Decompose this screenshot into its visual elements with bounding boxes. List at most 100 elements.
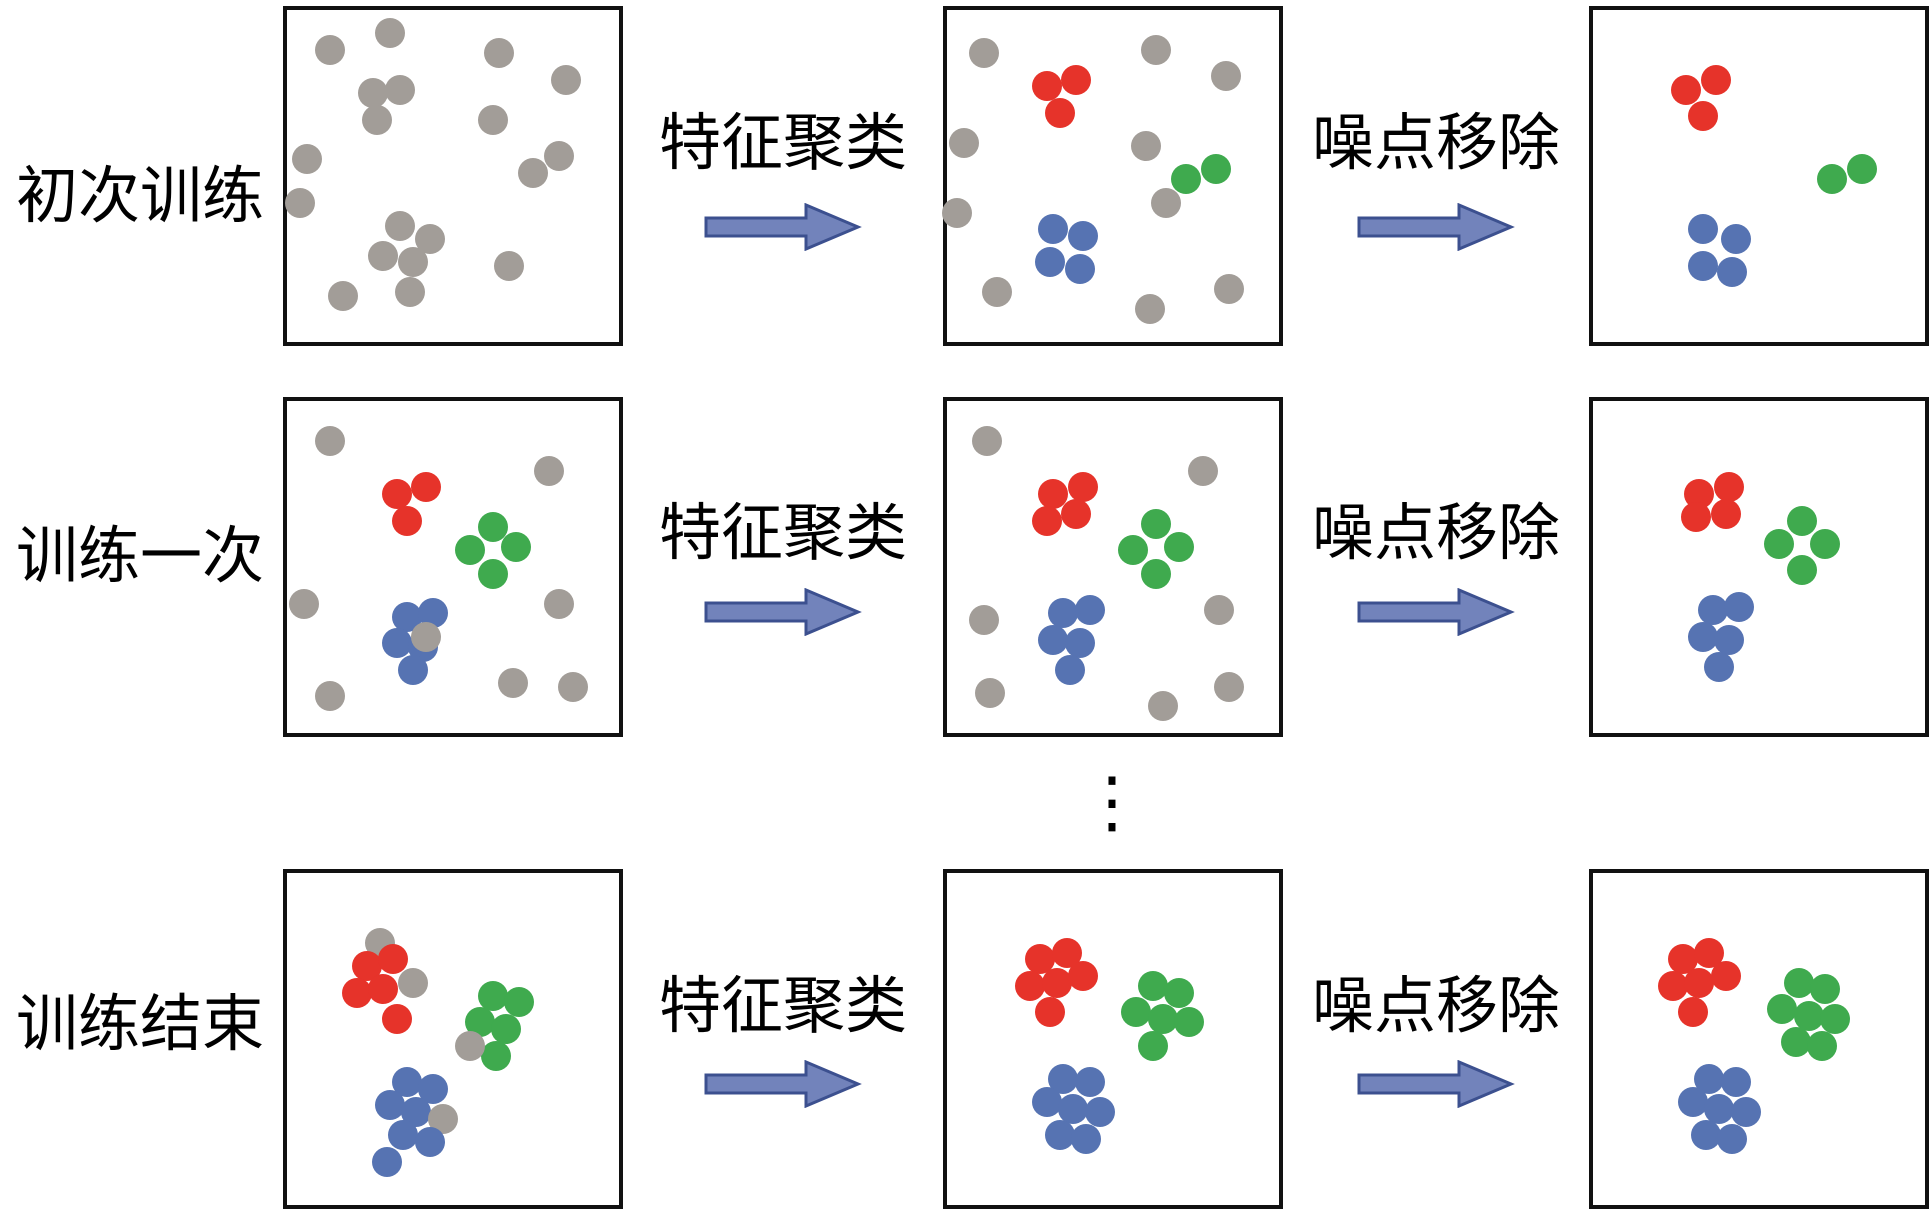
noise-dot	[374, 18, 405, 49]
cluster-step-label: 特征聚类	[658, 500, 908, 568]
noise-dot	[384, 210, 415, 241]
noise-dot	[477, 104, 508, 135]
noise-dot	[358, 78, 389, 108]
green-dot	[1141, 508, 1172, 539]
green-dot	[1200, 154, 1231, 185]
red-dot	[341, 977, 372, 1008]
noise-dot	[315, 425, 346, 456]
scatter-box-row3-denoised	[1589, 869, 1929, 1209]
red-dot	[1015, 970, 1045, 1001]
blue-dot	[1730, 1097, 1761, 1128]
noise-dot	[1147, 691, 1178, 722]
green-dot	[1164, 532, 1195, 563]
green-dot	[1763, 528, 1794, 559]
noise-dot	[484, 38, 515, 69]
noise-dot	[534, 455, 565, 486]
green-dot	[1117, 535, 1148, 566]
blue-dot	[1031, 1087, 1062, 1118]
green-dot	[1137, 1030, 1168, 1061]
blue-dot	[1084, 1097, 1115, 1128]
scatter-box-row2-denoised	[1589, 397, 1929, 737]
blue-dot	[1058, 1093, 1089, 1124]
green-dot	[1147, 1004, 1178, 1035]
right-arrow-icon	[1357, 588, 1515, 636]
red-dot	[1710, 960, 1741, 991]
blue-dot	[374, 1090, 405, 1121]
noise-dot	[368, 240, 399, 271]
green-dot	[1121, 997, 1152, 1028]
blue-dot	[371, 1146, 402, 1177]
green-dot	[1807, 1030, 1838, 1061]
noise-dot	[328, 280, 359, 311]
scatter-box-row2-clustered	[943, 397, 1283, 737]
blue-dot	[1677, 1087, 1708, 1118]
red-dot	[411, 472, 442, 503]
red-dot	[1714, 472, 1745, 503]
red-dot	[1034, 997, 1065, 1028]
noise-dot	[384, 74, 415, 105]
noise-dot	[1151, 187, 1182, 218]
blue-dot	[1687, 621, 1718, 652]
green-dot	[491, 1014, 522, 1045]
noise-dot	[1141, 34, 1172, 65]
noise-dot	[557, 671, 588, 702]
red-dot	[1041, 967, 1072, 998]
green-dot	[1787, 555, 1818, 586]
noise-dot	[494, 250, 525, 281]
noise-dot	[544, 588, 575, 619]
right-arrow-icon	[1357, 203, 1515, 251]
scatter-box-row2-unclustered	[283, 397, 623, 737]
noise-dot	[1214, 273, 1245, 304]
green-dot	[1174, 1007, 1205, 1038]
noise-dot	[315, 681, 346, 712]
noise-dot	[398, 247, 429, 278]
green-dot	[1810, 974, 1841, 1005]
noise-dot	[550, 64, 581, 95]
red-dot	[391, 505, 422, 536]
red-dot	[1684, 967, 1715, 998]
green-dot	[1820, 1004, 1851, 1035]
noise-dot	[968, 605, 999, 636]
blue-dot	[1071, 1123, 1102, 1154]
blue-dot	[1724, 591, 1755, 622]
cluster-step-label: 特征聚类	[658, 973, 908, 1041]
blue-dot	[1064, 628, 1095, 659]
blue-dot	[414, 1126, 445, 1157]
green-dot	[1793, 1000, 1824, 1031]
noise-dot	[288, 588, 319, 619]
denoise-step-label: 噪点移除	[1311, 973, 1561, 1041]
red-dot	[1038, 478, 1069, 509]
blue-dot	[398, 654, 429, 685]
green-dot	[477, 558, 508, 589]
row-label-training-finished: 训练结束	[15, 991, 264, 1059]
red-dot	[1068, 472, 1099, 503]
noise-dot	[361, 104, 392, 135]
cluster-step-label: 特征聚类	[658, 110, 908, 178]
right-arrow-icon	[704, 588, 862, 636]
red-dot	[1031, 505, 1062, 536]
noise-dot	[968, 38, 999, 69]
red-dot	[1068, 960, 1099, 991]
red-dot	[1061, 64, 1092, 95]
blue-dot	[1697, 595, 1728, 626]
blue-dot	[1054, 654, 1085, 685]
green-dot	[477, 512, 508, 543]
blue-dot	[1038, 625, 1069, 656]
blue-dot	[1074, 595, 1105, 626]
blue-dot	[381, 628, 412, 659]
noise-dot	[1210, 61, 1241, 92]
green-dot	[1171, 164, 1202, 195]
noise-dot	[1134, 293, 1165, 324]
green-dot	[1810, 528, 1841, 559]
noise-dot	[941, 197, 972, 228]
green-dot	[1141, 558, 1172, 589]
blue-dot	[1717, 1123, 1748, 1154]
green-dot	[1817, 164, 1848, 195]
green-dot	[501, 532, 532, 563]
scatter-box-row3-clustered	[943, 869, 1283, 1209]
vertical-ellipsis: ⋮	[1078, 763, 1146, 842]
green-dot	[504, 987, 535, 1018]
noise-dot	[517, 157, 548, 188]
blue-dot	[1720, 1067, 1751, 1098]
